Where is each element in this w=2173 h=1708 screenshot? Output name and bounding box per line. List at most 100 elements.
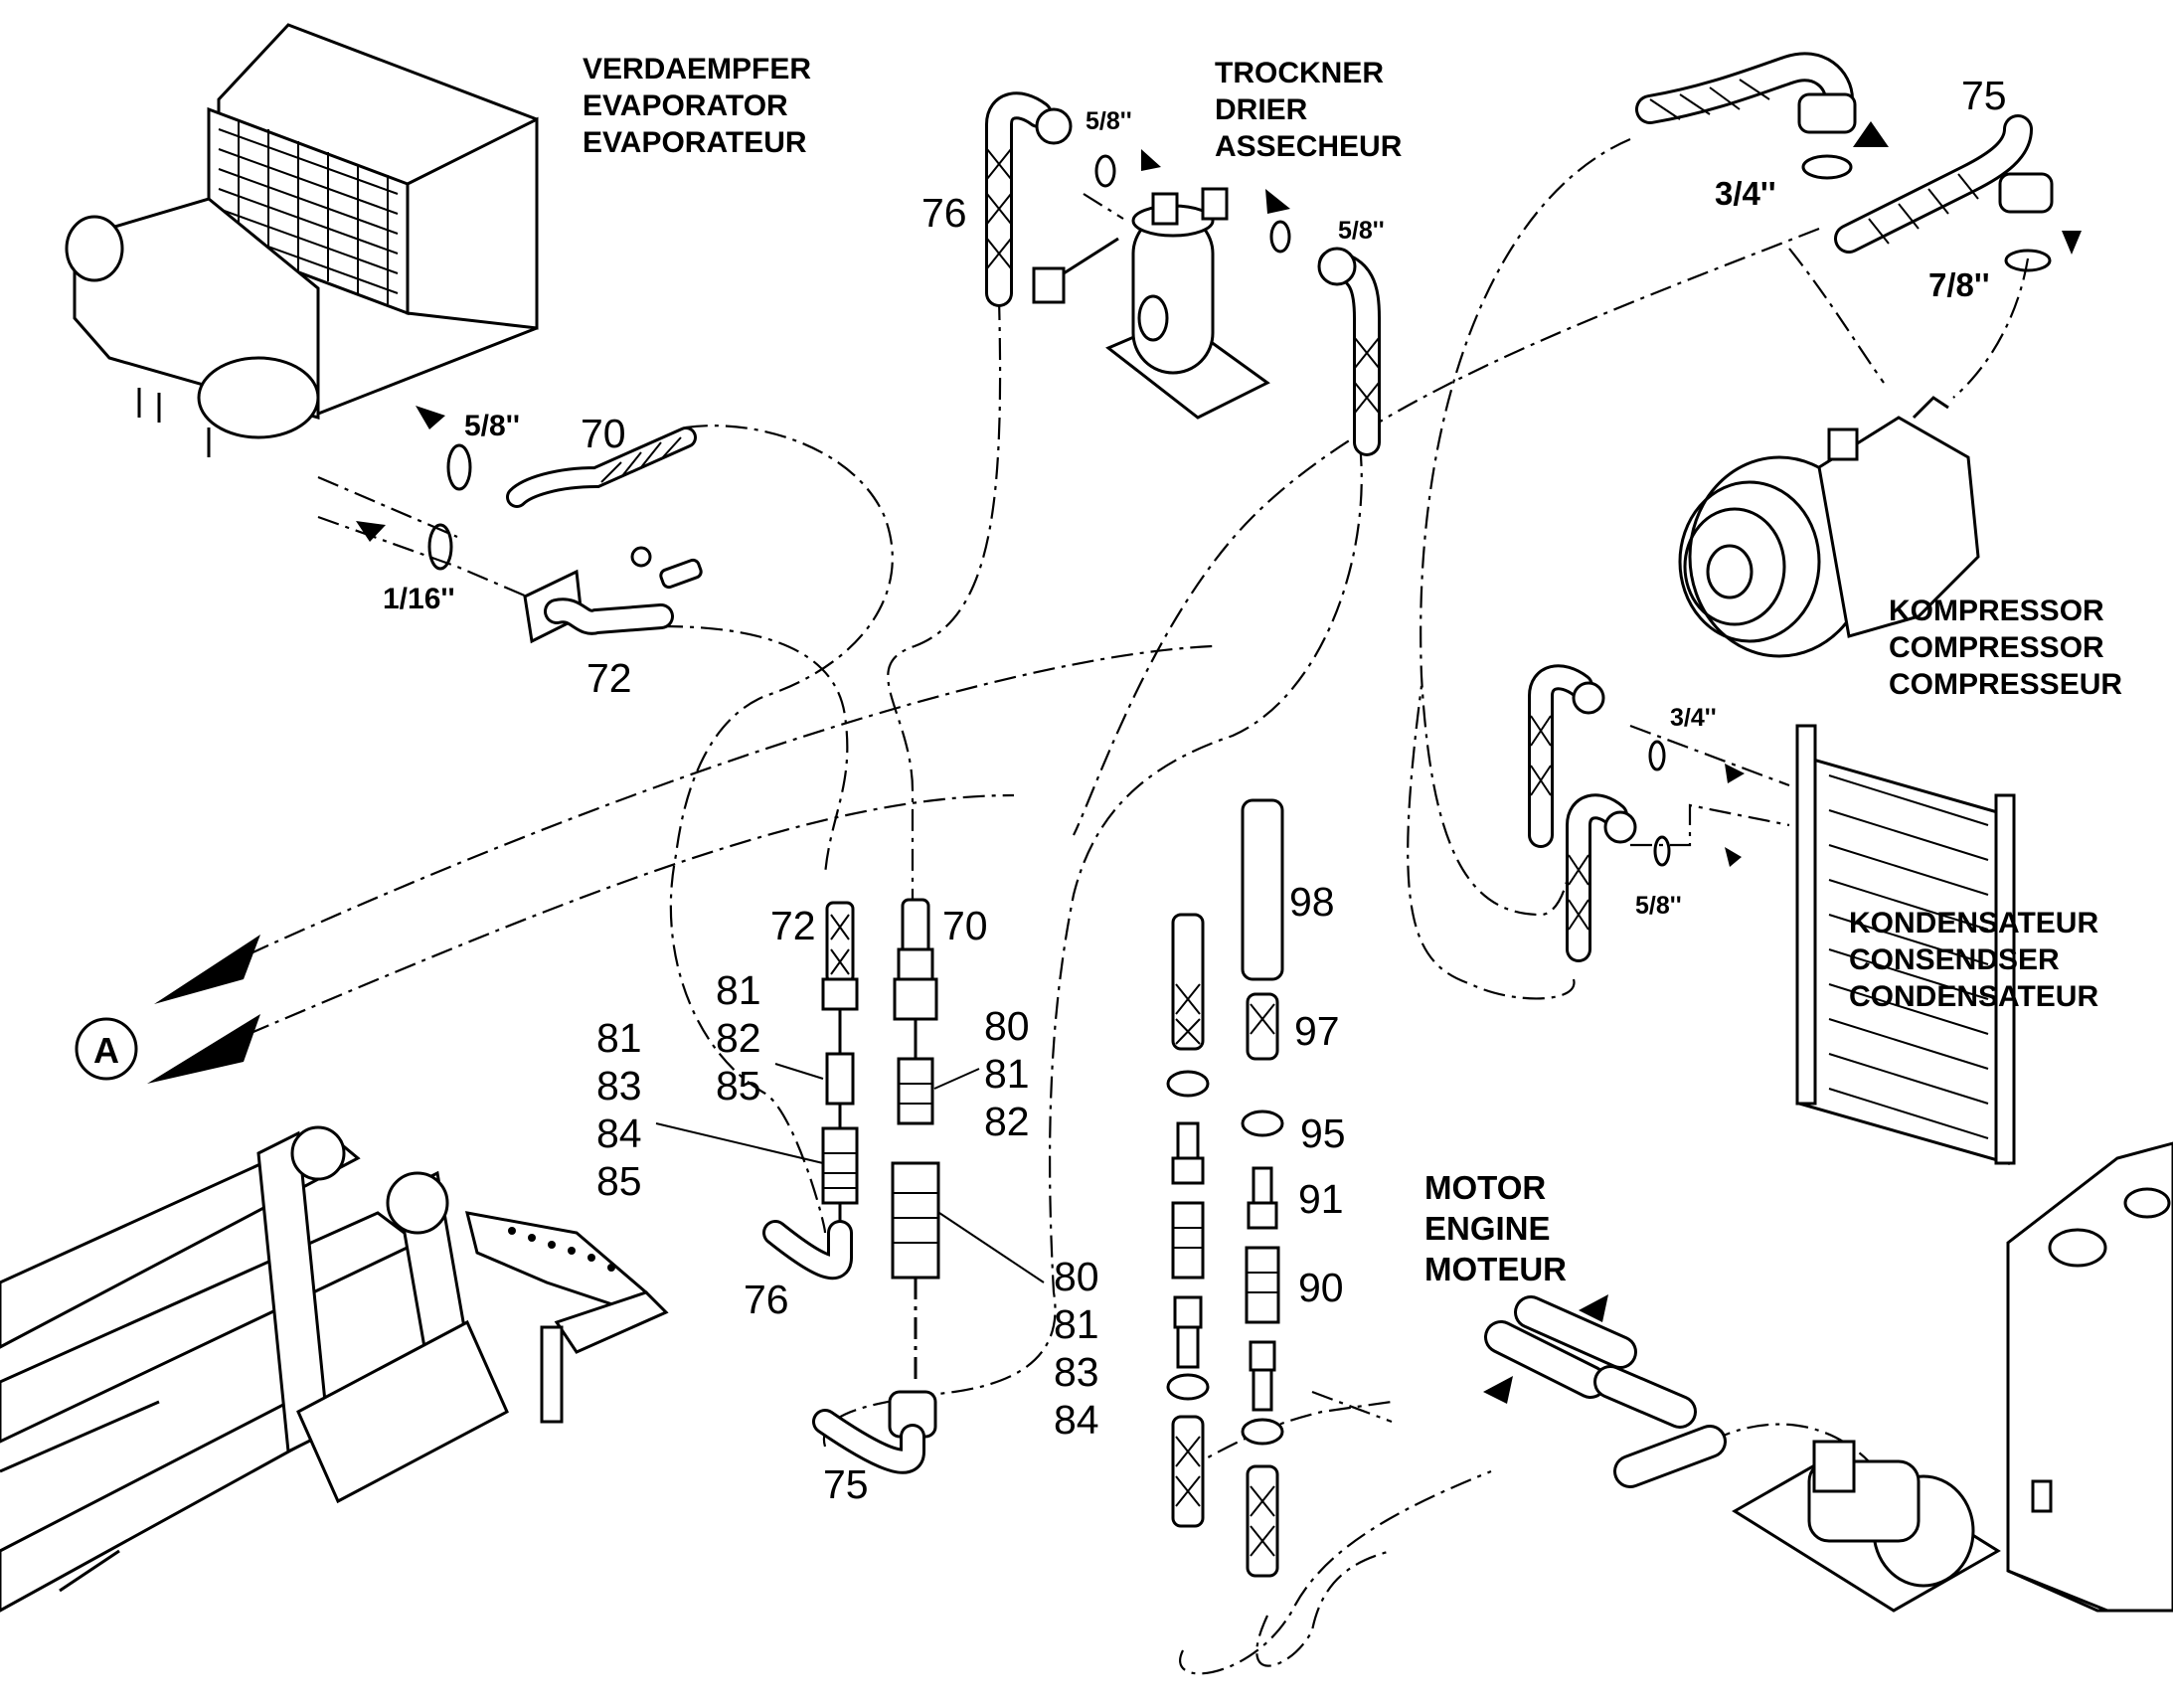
route-cond-upper	[1420, 137, 1631, 917]
drier-sensor-wire	[1063, 237, 1119, 275]
drier-right-arrow	[1265, 189, 1290, 214]
route-to-a-lower	[248, 793, 1015, 1036]
evap-lower-oring	[427, 523, 453, 571]
cond-upper-size: 3/4''	[1670, 704, 1717, 732]
comp-clutch-hub	[1706, 544, 1754, 599]
col-d-98: 98	[1289, 879, 1335, 925]
hose-76-nut	[1035, 107, 1073, 145]
condenser-right-tank	[1994, 793, 2016, 1165]
cond-upper-arrow	[1725, 764, 1745, 783]
hose-70-braid	[600, 436, 682, 483]
engine-hoses	[1484, 1295, 1727, 1488]
comp-body	[1817, 416, 1980, 638]
col-b-top-number: 70	[942, 903, 988, 948]
comp-right-arrow	[2062, 231, 2082, 255]
comp-left-oring	[1801, 154, 1853, 180]
comp-right-oring	[2004, 249, 2052, 272]
col-b-low-1: 80	[1054, 1254, 1099, 1299]
col-d-91: 91	[1298, 1176, 1344, 1222]
route-comp-right	[1952, 257, 2030, 399]
drier-right-oring	[1269, 220, 1291, 254]
route-engine-b	[1179, 1469, 1492, 1675]
marker-a-circle	[75, 1017, 138, 1081]
drier-sensor-plug	[1032, 266, 1066, 304]
comp-left-size: 3/4''	[1715, 175, 1776, 212]
evap-bolt	[659, 558, 703, 590]
engine-lower-arrow	[1483, 1376, 1513, 1404]
frame-pivot-b	[290, 1125, 346, 1181]
col-a-low-2: 83	[596, 1063, 642, 1109]
engine-label-fr: MOTEUR	[1424, 1251, 1567, 1287]
col-d-90: 90	[1298, 1265, 1344, 1310]
evaporator-side-panel	[406, 116, 539, 330]
col-a-mid-2: 82	[716, 1015, 761, 1061]
loader-frame	[0, 1125, 669, 1613]
comp-suction-nut	[1797, 92, 1857, 134]
evap-lower-size: 1/16''	[383, 583, 455, 615]
drier-hose-number: 76	[921, 190, 967, 236]
arrow-to-a-lower	[147, 1014, 260, 1084]
evaporator-unit	[65, 23, 539, 457]
frame-base	[296, 1319, 509, 1504]
cond-lower-arrow	[1725, 847, 1742, 867]
col-a-mid-1: 81	[716, 967, 761, 1013]
drier-label-en: DRIER	[1215, 93, 1308, 126]
tank-body	[2006, 1141, 2173, 1613]
condenser-left-tank	[1795, 724, 1817, 1106]
arrow-to-a-upper	[154, 935, 260, 1004]
drier-unit	[1032, 187, 1270, 420]
route-engine-c	[1182, 1400, 1393, 1472]
col-a-low-3: 84	[596, 1110, 642, 1156]
drier-cylinder	[1131, 212, 1215, 375]
col-d-97: 97	[1294, 1008, 1340, 1054]
frame-bracket	[464, 1211, 648, 1314]
fitting-column-a	[762, 901, 859, 1281]
drier-left-size: 5/8''	[1086, 107, 1132, 135]
evaporator-label-en: EVAPORATOR	[583, 89, 788, 122]
evap-upper-arrow	[416, 406, 445, 429]
drier-outlet	[1201, 187, 1229, 221]
condenser-label-fr: CONDENSATEUR	[1849, 980, 2098, 1013]
comp-hose-number: 75	[1961, 73, 2007, 118]
col-b-low-2: 81	[1054, 1301, 1099, 1347]
route-cond-lower	[1407, 685, 1576, 1000]
fitting-column-b	[812, 898, 940, 1474]
drier-left-oring	[1094, 154, 1116, 188]
route-cond-upper-leader	[1629, 724, 1790, 787]
pump-assembly	[1732, 1440, 2001, 1613]
drier-label-de: TROCKNER	[1215, 57, 1384, 89]
col-a-top-number: 72	[770, 903, 816, 948]
cond-upper-oring	[1648, 740, 1666, 771]
evap-lower-arrow	[356, 521, 386, 542]
cond-lower-size: 5/8''	[1635, 892, 1682, 920]
col-a-low-1: 81	[596, 1015, 642, 1061]
route-to-a-upper	[248, 644, 1214, 956]
engine-label-en: ENGINE	[1424, 1210, 1551, 1247]
col-a-mid-3: 85	[716, 1063, 761, 1109]
col-a-bottom-number: 76	[744, 1277, 789, 1322]
route-76	[887, 297, 1002, 905]
condenser-label-en: CONSENDSER	[1849, 943, 2060, 976]
hose-76-braid	[986, 148, 1012, 269]
evap-nut	[630, 546, 652, 568]
condenser-label-de: KONDENSATEUR	[1849, 907, 2098, 939]
compressor-label-fr: COMPRESSEUR	[1889, 668, 2122, 701]
marker-a: A	[93, 1030, 119, 1071]
fitting-column-d	[1241, 798, 1284, 1578]
comp-discharge-nut	[1998, 172, 2054, 214]
route-comp-suction	[1073, 227, 1820, 836]
col-b-low-3: 83	[1054, 1349, 1099, 1395]
route-98	[822, 443, 1363, 1448]
drier-right-size: 5/8''	[1338, 217, 1385, 245]
col-b-bottom-number: 75	[823, 1461, 869, 1507]
fitting-column-c	[1166, 913, 1210, 1528]
col-b-mid-3: 82	[984, 1099, 1030, 1144]
compressor-label-en: COMPRESSOR	[1889, 631, 2104, 664]
col-b-mid-1: 80	[984, 1003, 1030, 1049]
evap-upper-size: 5/8''	[464, 410, 520, 442]
col-d-95: 95	[1300, 1110, 1346, 1156]
route-drier-left	[1083, 193, 1124, 220]
drier-left-arrow	[1141, 149, 1161, 171]
